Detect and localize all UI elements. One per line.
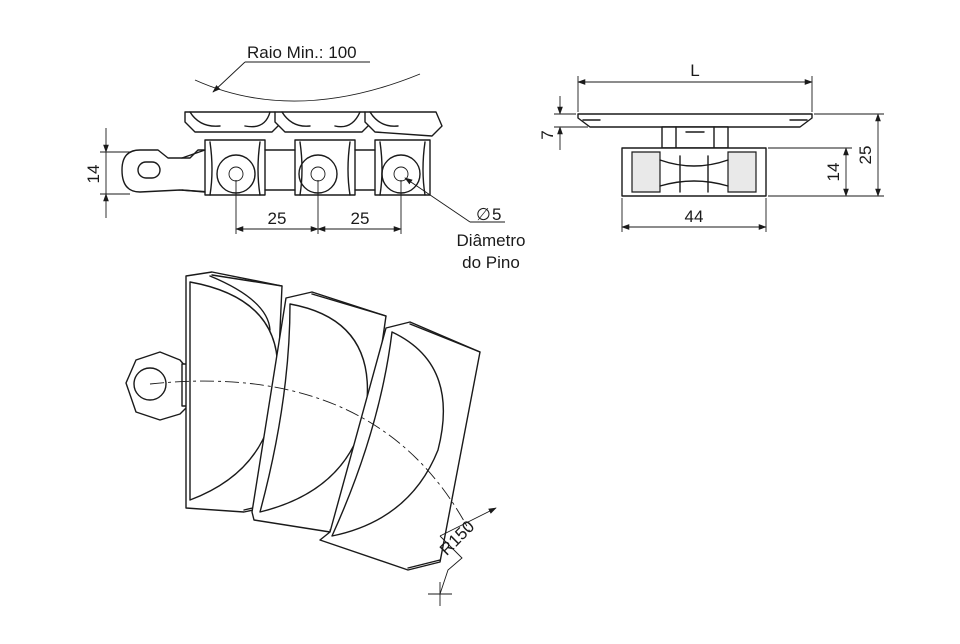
- pin-leader: [404, 177, 471, 223]
- dim-width-L-label: L: [690, 61, 699, 80]
- min-radius-arc: [194, 73, 421, 102]
- dim-pitch-2-label: 25: [351, 209, 370, 228]
- dim-base-width-label: 44: [685, 207, 704, 226]
- side-view: Raio Min.: 100: [84, 43, 525, 272]
- side-chain: [121, 111, 443, 196]
- dim-pitch-1-label: 25: [268, 209, 287, 228]
- dim-plate-thickness-label: 7: [538, 130, 557, 139]
- pin-caption-line1: Diâmetro: [457, 231, 526, 250]
- turn-radius-leader: [439, 507, 497, 537]
- dim-height-side-label: 14: [84, 165, 103, 184]
- pin-caption-line2: do Pino: [462, 253, 520, 272]
- end-view: L 7 25 14 44: [538, 61, 884, 232]
- end-top-plate: [577, 113, 813, 128]
- plan-segment-3: [319, 321, 481, 571]
- turn-centerline: [149, 380, 471, 533]
- min-radius-leader: [212, 61, 246, 93]
- min-radius-label: Raio Min.: 100: [247, 43, 357, 62]
- plan-segment-1: [185, 271, 283, 513]
- dim-total-height-label: 25: [856, 146, 875, 165]
- dim-height-end-label: 14: [824, 163, 843, 182]
- pin-diameter-value: 5: [492, 205, 501, 224]
- pin-diameter-symbol: ∅: [476, 205, 491, 224]
- plan-view: R150: [125, 271, 497, 606]
